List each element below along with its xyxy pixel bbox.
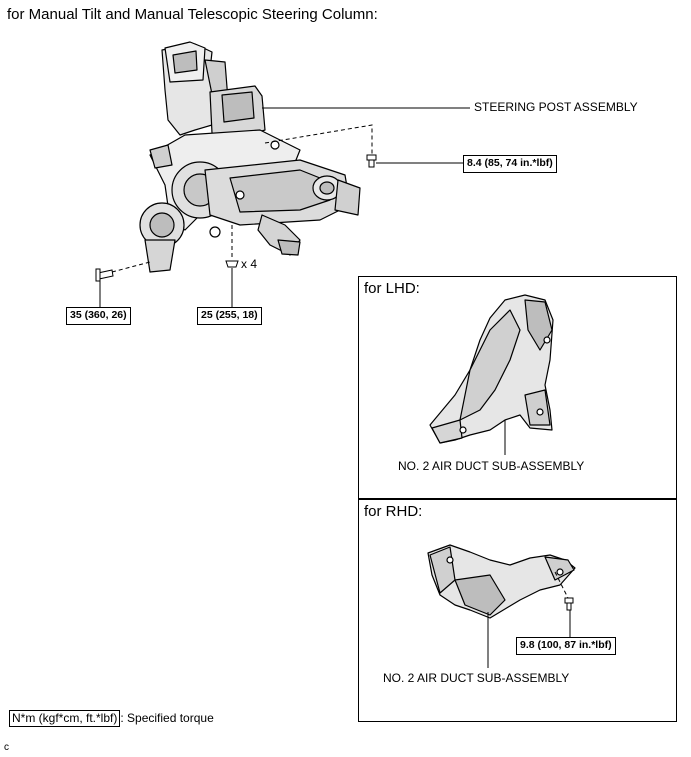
nut-icon xyxy=(225,260,239,268)
page-title: for Manual Tilt and Manual Telescopic St… xyxy=(7,6,378,23)
lhd-panel-heading: for LHD: xyxy=(364,280,420,297)
figure-code: c xyxy=(4,742,9,753)
bolt-icon xyxy=(564,597,574,611)
rhd-component-label: NO. 2 AIR DUCT SUB-ASSEMBLY xyxy=(383,671,570,685)
torque-spec-rhd: 9.8 (100, 87 in.*lbf) xyxy=(516,637,616,655)
steering-post-label: STEERING POST ASSEMBLY xyxy=(474,100,638,114)
legend: N*m (kgf*cm, ft.*lbf) : Specified torque xyxy=(9,710,214,727)
steering-post-assembly-illustration xyxy=(139,41,361,273)
air-duct-rhd-illustration xyxy=(427,544,576,619)
torque-spec-left: 35 (360, 26) xyxy=(66,307,131,325)
rhd-panel xyxy=(358,499,677,722)
quantity-label: x 4 xyxy=(241,257,258,271)
torque-spec-center: 25 (255, 18) xyxy=(197,307,262,325)
lhd-panel xyxy=(358,276,677,499)
legend-unit-box: N*m (kgf*cm, ft.*lbf) xyxy=(9,710,121,727)
bolt-icon xyxy=(95,268,114,282)
bolt-icon xyxy=(366,154,377,168)
rhd-panel-heading: for RHD: xyxy=(364,503,423,520)
lhd-component-label: NO. 2 AIR DUCT SUB-ASSEMBLY xyxy=(398,459,585,473)
legend-description: : Specified torque xyxy=(120,711,214,725)
torque-spec-top-right: 8.4 (85, 74 in.*lbf) xyxy=(463,155,557,173)
air-duct-lhd-illustration xyxy=(429,294,554,444)
